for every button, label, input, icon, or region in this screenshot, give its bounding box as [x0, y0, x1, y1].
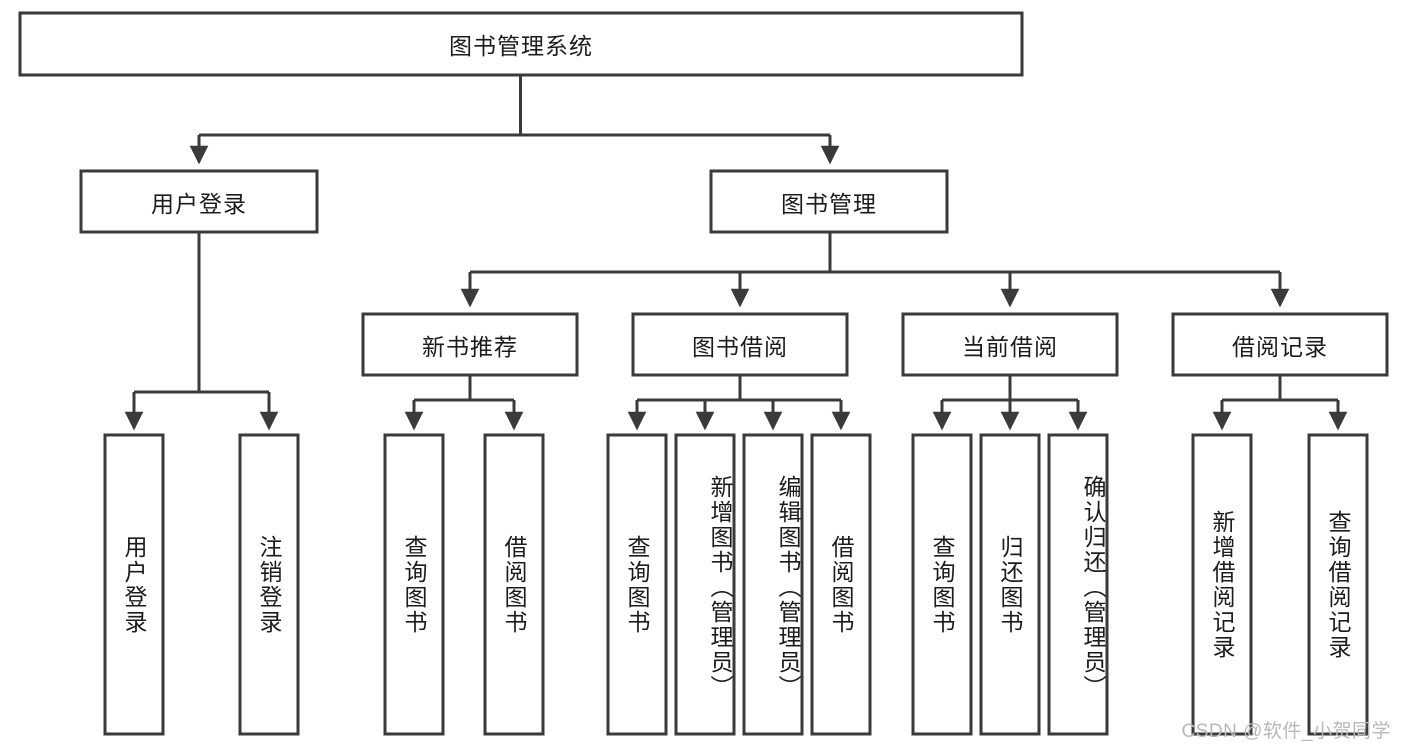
leaf-box-user-login-1[interactable]	[238, 433, 300, 736]
leaf-box-book-borrow-1[interactable]	[674, 433, 736, 736]
node-borrow-record[interactable]	[1171, 312, 1389, 377]
leaf-box-current-borrow-0[interactable]	[911, 433, 973, 736]
node-book-borrow[interactable]	[631, 312, 849, 377]
leaf-box-user-login-0[interactable]	[103, 433, 165, 736]
node-new-book-recommend[interactable]	[361, 312, 579, 377]
connector-borrow-record-to-leaves	[1212, 375, 1348, 431]
connector-new-book-to-leaves	[404, 375, 524, 431]
leaf-box-new-book-1[interactable]	[483, 433, 545, 736]
leaf-box-borrow-record-0[interactable]	[1191, 433, 1253, 736]
connector-root-to-level1	[189, 75, 840, 165]
node-current-borrow[interactable]	[901, 312, 1119, 377]
node-book-manage[interactable]	[709, 169, 949, 234]
leaf-box-borrow-record-1[interactable]	[1307, 433, 1369, 736]
node-user-login[interactable]	[79, 169, 319, 234]
leaf-box-current-borrow-2[interactable]	[1047, 433, 1109, 736]
connector-book-borrow-to-leaves	[627, 375, 851, 431]
leaf-box-book-borrow-3[interactable]	[810, 433, 872, 736]
leaf-box-book-borrow-2[interactable]	[742, 433, 804, 736]
leaf-box-current-borrow-1[interactable]	[979, 433, 1041, 736]
connector-user-login-to-leaves	[124, 232, 279, 431]
leaf-box-new-book-0[interactable]	[383, 433, 445, 736]
leaf-box-book-borrow-0[interactable]	[606, 433, 668, 736]
node-root[interactable]	[18, 11, 1024, 77]
connector-current-borrow-to-leaves	[932, 375, 1088, 431]
connector-book-manage-to-level2	[460, 232, 1290, 308]
